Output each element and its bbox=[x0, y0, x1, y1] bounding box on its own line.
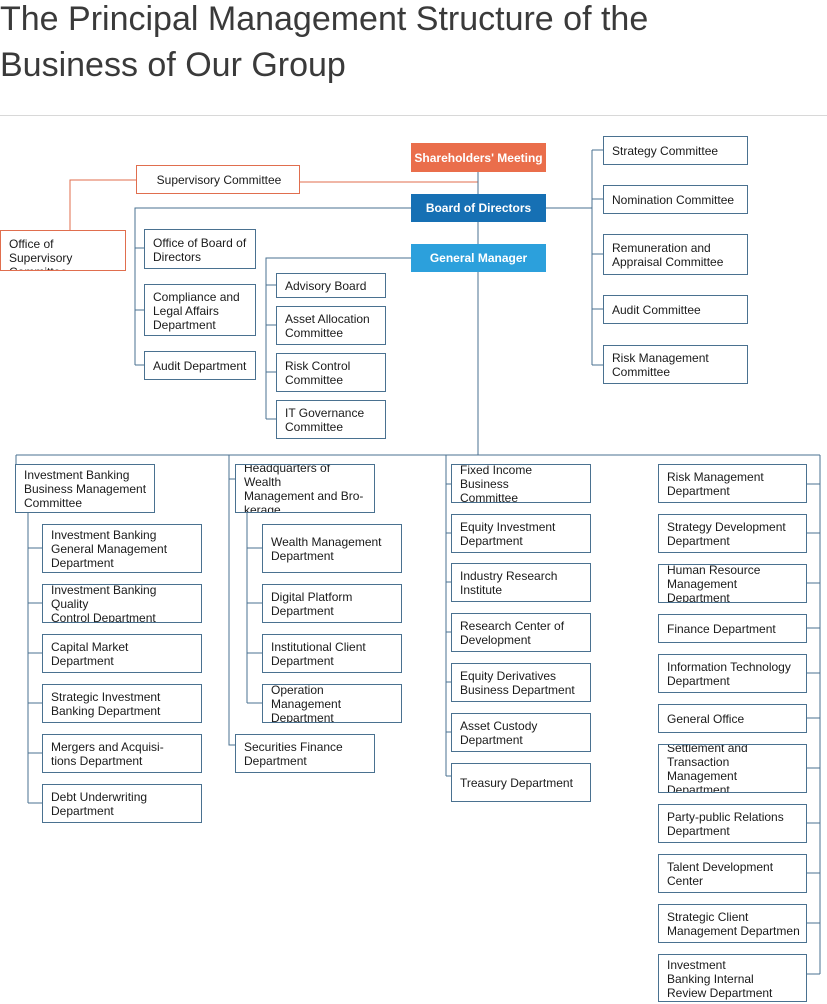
board-committee-box: Remuneration and Appraisal Committee bbox=[603, 234, 748, 275]
page-title: The Principal Management Structure of th… bbox=[0, 0, 649, 84]
business-department-box: Equity Investment Department bbox=[451, 514, 591, 553]
support-department-box: Finance Department bbox=[658, 614, 807, 643]
support-department-box: Settlement and Transaction Management De… bbox=[658, 744, 807, 793]
board-committee-box: Risk Management Committee bbox=[603, 345, 748, 384]
investment-banking-department-box: Mergers and Acquisi- tions Department bbox=[42, 734, 202, 773]
wealth-management-department-box: Digital Platform Department bbox=[262, 584, 402, 623]
investment-banking-department-box: Investment Banking General Management De… bbox=[42, 524, 202, 573]
board-committee-box: Strategy Committee bbox=[603, 136, 748, 165]
support-department-box: Information Technology Department bbox=[658, 654, 807, 693]
board-department-box: Audit Department bbox=[144, 351, 256, 380]
shareholders-meeting-box: Shareholders' Meeting bbox=[411, 143, 546, 172]
supervisory-committee-box: Supervisory Committee bbox=[136, 165, 300, 194]
investment-banking-department-box: Investment Banking Quality Control Depar… bbox=[42, 584, 202, 623]
investment-banking-department-box: Strategic Investment Banking Department bbox=[42, 684, 202, 723]
board-of-directors-box: Board of Directors bbox=[411, 194, 546, 222]
support-department-box: Party-public Relations Department bbox=[658, 804, 807, 843]
support-department-box: Strategy Development Department bbox=[658, 514, 807, 553]
support-department-box: Human Resource Management Department bbox=[658, 564, 807, 603]
gm-committee-box: Risk Control Committee bbox=[276, 353, 386, 392]
business-department-box: Research Center of Development bbox=[451, 613, 591, 652]
business-department-box: Treasury Department bbox=[451, 763, 591, 802]
wealth-management-headquarters-box: Headquarters of Wealth Management and Br… bbox=[235, 464, 375, 513]
wealth-management-department-box: Institutional Client Department bbox=[262, 634, 402, 673]
support-department-box: General Office bbox=[658, 704, 807, 733]
business-department-box: Industry Research Institute bbox=[451, 563, 591, 602]
business-department-box: Asset Custody Department bbox=[451, 713, 591, 752]
gm-committee-box: IT Governance Committee bbox=[276, 400, 386, 439]
gm-committee-box: Advisory Board bbox=[276, 273, 386, 298]
support-department-box: Investment Banking Internal Review Depar… bbox=[658, 954, 807, 1002]
investment-banking-committee-box: Investment Banking Business Management C… bbox=[15, 464, 155, 513]
title-divider bbox=[0, 115, 827, 116]
board-department-box: Compliance and Legal Affairs Department bbox=[144, 284, 256, 336]
board-committee-box: Nomination Committee bbox=[603, 185, 748, 214]
business-department-box: Fixed Income Business Committee bbox=[451, 464, 591, 503]
wealth-management-department-box: Wealth Management Department bbox=[262, 524, 402, 573]
investment-banking-department-box: Capital Market Department bbox=[42, 634, 202, 673]
board-committee-box: Audit Committee bbox=[603, 295, 748, 324]
business-department-box: Equity Derivatives Business Department bbox=[451, 663, 591, 702]
support-department-box: Strategic Client Management Departmen bbox=[658, 904, 807, 943]
investment-banking-department-box: Debt Underwriting Department bbox=[42, 784, 202, 823]
securities-finance-department-box: Securities Finance Department bbox=[235, 734, 375, 773]
support-department-box: Talent Development Center bbox=[658, 854, 807, 893]
gm-committee-box: Asset Allocation Committee bbox=[276, 306, 386, 345]
wealth-management-department-box: Operation Management Department bbox=[262, 684, 402, 723]
support-department-box: Risk Management Department bbox=[658, 464, 807, 503]
general-manager-box: General Manager bbox=[411, 244, 546, 272]
board-department-box: Office of Board of Directors bbox=[144, 229, 256, 269]
office-of-supervisory-committee-box: Office of Supervisory Committee bbox=[0, 230, 126, 271]
